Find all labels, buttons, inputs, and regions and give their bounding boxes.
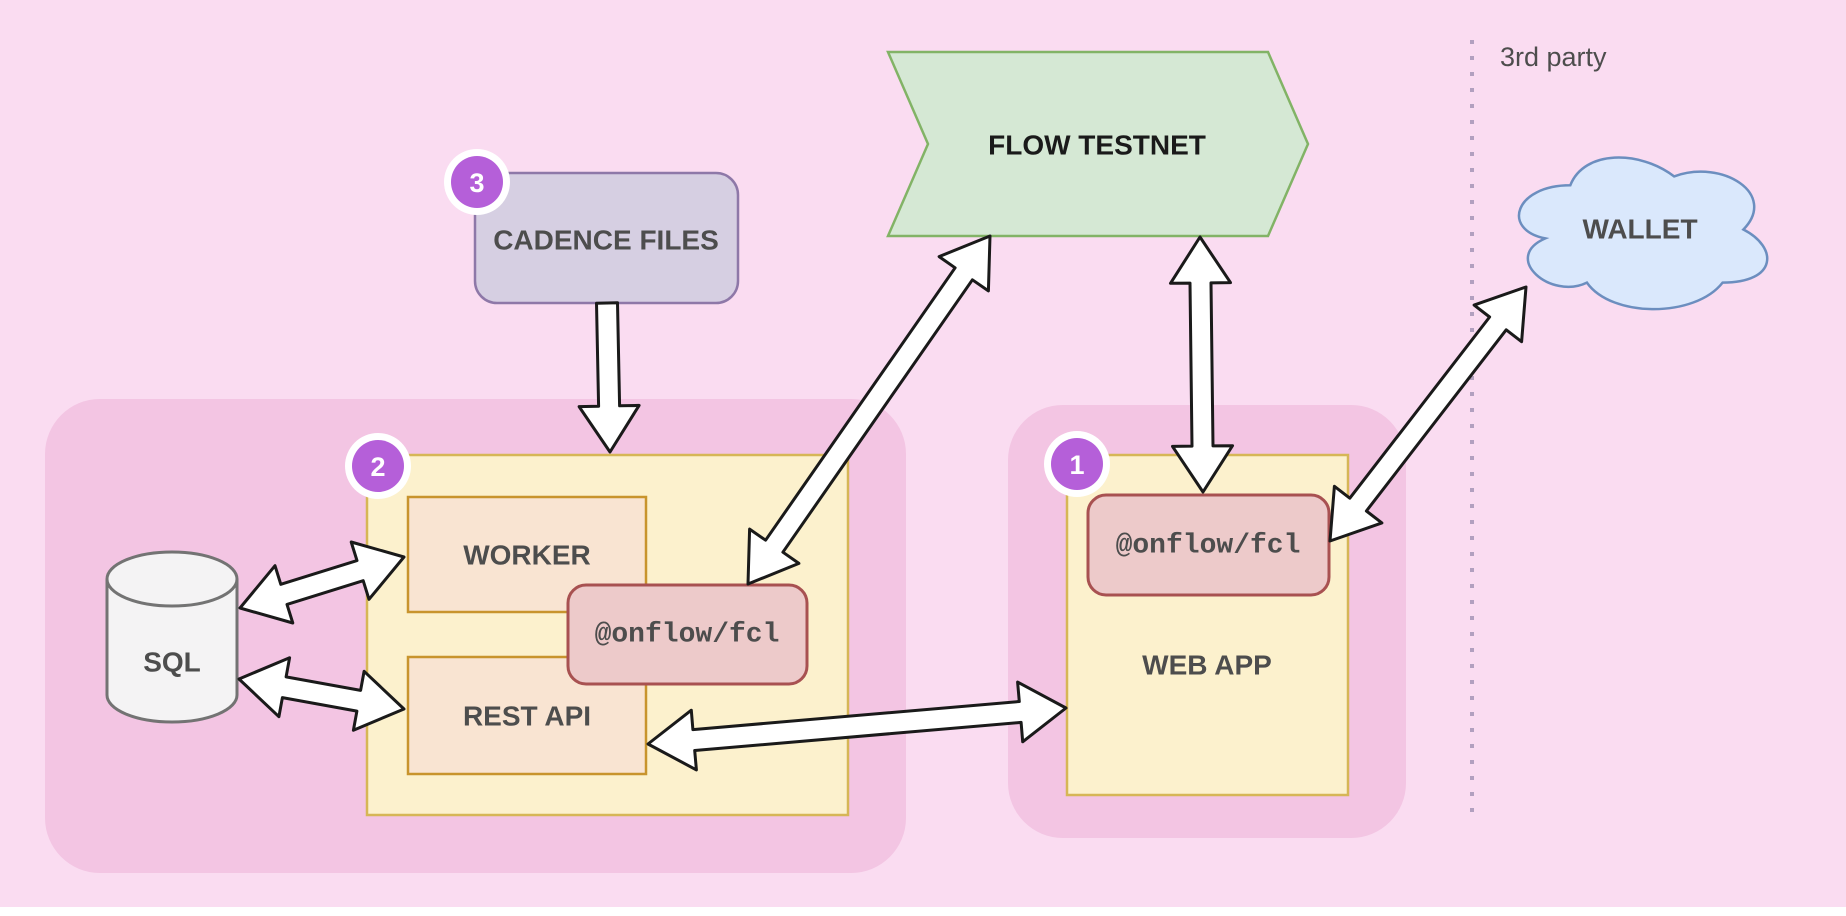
flow-testnet-label: FLOW TESTNET	[988, 130, 1206, 161]
wallet-cloud	[1517, 156, 1769, 311]
arrow-flow-testnet-to-webapp-fcl	[1169, 235, 1234, 494]
sql-label: SQL	[143, 647, 201, 678]
bottom-strip	[0, 907, 1846, 916]
wallet-label: WALLET	[1582, 214, 1697, 245]
webapp-fcl-box	[1086, 493, 1331, 597]
arrow-backend-fcl-to-flow-testnet	[746, 234, 992, 586]
sql-cylinder-body	[105, 579, 239, 724]
backend-fcl-label: @onflow/fcl	[595, 620, 780, 651]
arrow-sql-to-rest-api	[237, 656, 406, 732]
webapp-fcl-label: @onflow/fcl	[1116, 531, 1301, 562]
arrow-cadence-files-to-backend	[577, 301, 641, 454]
badge-step-1: 1	[1044, 431, 1110, 497]
worker-box	[406, 495, 648, 614]
badge-circle	[1051, 438, 1103, 490]
backend-fcl-box	[566, 583, 809, 686]
badge-circle	[451, 156, 503, 208]
flow-testnet-shape	[886, 50, 1310, 238]
rest-api-label: REST API	[463, 701, 591, 732]
arrow-rest-api-to-web-app	[646, 680, 1068, 772]
badge-step-2: 2	[345, 433, 411, 499]
sql-cylinder-top	[105, 550, 239, 608]
arrow-webapp-fcl-to-wallet	[1328, 285, 1528, 543]
cadence-files-label: CADENCE FILES	[493, 225, 719, 256]
badge-number: 1	[1069, 450, 1084, 480]
web-app-label: WEB APP	[1142, 650, 1272, 681]
badge-circle	[352, 440, 404, 492]
arrow-sql-to-worker	[238, 540, 406, 625]
badge-number: 3	[469, 168, 484, 198]
badge-step-3: 3	[444, 149, 510, 215]
third-party-label: 3rd party	[1500, 42, 1607, 72]
worker-label: WORKER	[463, 540, 591, 571]
badge-number: 2	[370, 452, 385, 482]
